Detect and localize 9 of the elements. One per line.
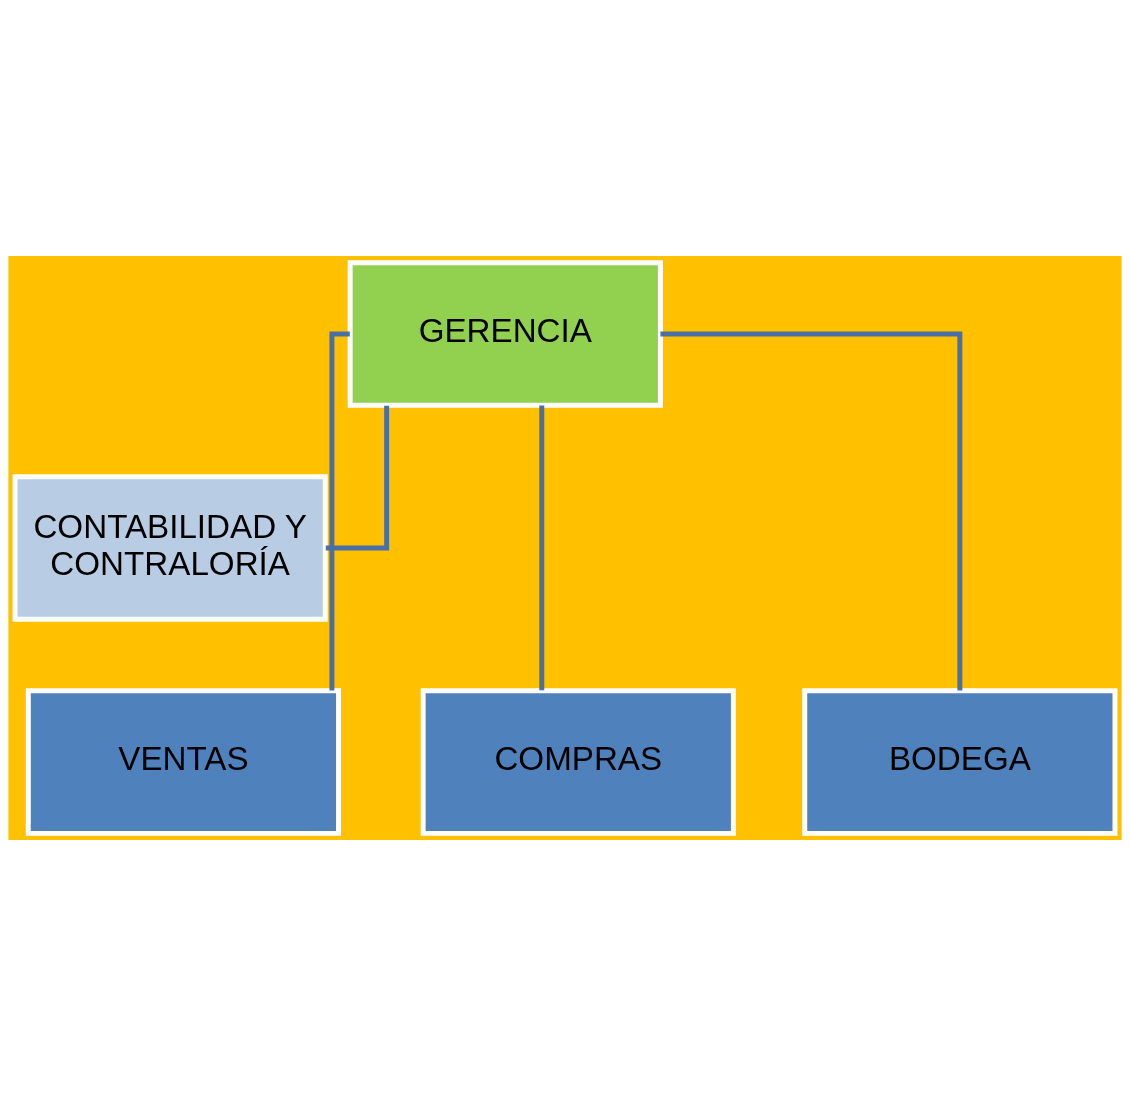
- node-box: VENTAS: [25, 687, 341, 836]
- connector: [329, 331, 350, 690]
- node-box: CONTABILIDAD Y CONTRALORÍA: [12, 473, 328, 622]
- node-box: GERENCIA: [347, 259, 663, 408]
- node-box: BODEGA: [802, 687, 1118, 836]
- connector: [325, 405, 390, 550]
- connector: [539, 405, 545, 690]
- node-box: COMPRAS: [420, 687, 736, 836]
- connector: [660, 331, 963, 690]
